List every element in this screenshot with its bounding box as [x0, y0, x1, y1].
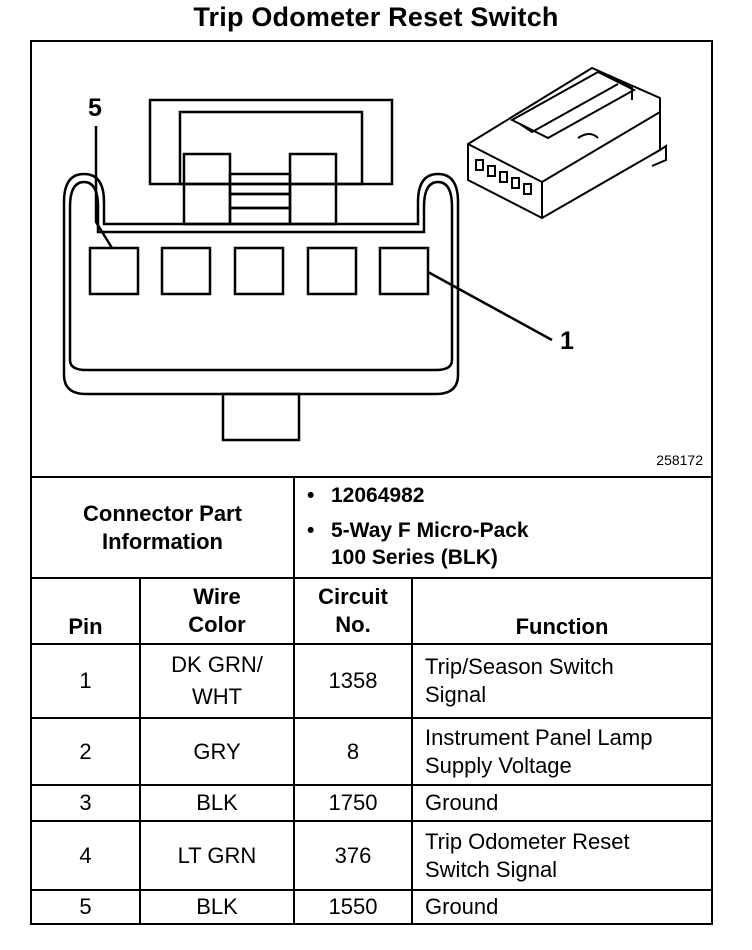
- connector-info-details: 12064982 5-Way F Micro-Pack 100 Series (…: [297, 482, 529, 571]
- table-row-1-function: Trip/Season Switch Signal: [413, 645, 711, 717]
- latch-left-tab: [182, 152, 232, 226]
- table-row-3-wire: BLK: [196, 790, 238, 815]
- page-title: Trip Odometer Reset Switch: [193, 2, 559, 32]
- header-circuit: Circuit No.: [295, 579, 411, 643]
- divider-row3: [32, 820, 711, 822]
- header-wire-color: Wire Color: [141, 579, 293, 643]
- table-row-1-wire: DK GRN/ WHT: [141, 645, 293, 717]
- table-row-1-function-line1: Trip/Season Switch: [425, 654, 614, 679]
- header-circuit-line2: No.: [335, 612, 371, 637]
- header-function: Function: [515, 614, 609, 639]
- connector-description-line2: 100 Series (BLK): [331, 546, 498, 569]
- table-row-2-function: Instrument Panel Lamp Supply Voltage: [413, 719, 711, 784]
- latch-inner: [178, 110, 364, 186]
- divider-header: [32, 643, 711, 645]
- connector-description-line1: 5-Way F Micro-Pack: [297, 517, 529, 544]
- figure-id: 258172: [656, 452, 703, 468]
- connector-info-label-line1: Connector Part: [83, 500, 242, 526]
- divider-diagram: [32, 476, 711, 478]
- callout-pin5: 5: [88, 94, 102, 122]
- pin-cavity-1: [378, 246, 430, 296]
- callout-pin1: 1: [560, 327, 574, 355]
- table-row-5-function: Ground: [425, 894, 499, 919]
- pin-cavity-3: [233, 246, 285, 296]
- divider-row4: [32, 889, 711, 891]
- latch-right-tab: [288, 152, 338, 226]
- latch-bar-bottom: [228, 206, 292, 226]
- connector-bottom-tab: [221, 392, 301, 442]
- part-number: 12064982: [297, 482, 529, 509]
- header-wire-color-line1: Wire: [193, 584, 241, 609]
- table-row-4-function: Trip Odometer Reset Switch Signal: [413, 822, 711, 889]
- divider-col-circuit: [411, 577, 413, 923]
- divider-row1: [32, 717, 711, 719]
- table-row-3-circuit: 1750: [328, 790, 378, 815]
- divider-info-vertical: [293, 476, 295, 643]
- table-row-2-circuit: 8: [346, 738, 360, 764]
- connector-info-label: Connector Part Information: [32, 478, 293, 577]
- leader-line-pin1: [427, 270, 553, 342]
- connector-info-label-line2: Information: [102, 528, 223, 554]
- leader-line-pin5: [94, 126, 114, 249]
- table-row-1-circuit: 1358: [328, 668, 378, 693]
- pin-cavity-4: [160, 246, 212, 296]
- connector-drawing: [62, 66, 667, 442]
- pin-cavity-5: [88, 246, 140, 296]
- table-row-5-circuit: 1550: [328, 894, 378, 919]
- table-row-1-pin: 1: [79, 668, 92, 693]
- table-row-3-function: Ground: [425, 790, 499, 815]
- connector-body-outer: [62, 172, 460, 396]
- table-row-4-circuit: 376: [334, 842, 372, 868]
- connector-frame: 5 1 258172 Connector Part Information 12…: [30, 40, 713, 925]
- table-row-3-pin: 3: [79, 790, 92, 815]
- table-row-4-pin: 4: [79, 842, 92, 868]
- header-pin: Pin: [68, 614, 103, 639]
- connector-body-inner: [68, 180, 454, 372]
- connector-diagram: 5 1 258172: [32, 42, 711, 476]
- table-row-4-function-line1: Trip Odometer Reset: [425, 828, 630, 854]
- latch-bar-mid: [228, 192, 292, 210]
- header-wire-color-line2: Color: [188, 612, 246, 637]
- divider-col-pin: [139, 577, 141, 923]
- table-row-4-function-line2: Switch Signal: [425, 856, 558, 882]
- divider-row2: [32, 784, 711, 786]
- divider-info: [32, 577, 711, 579]
- table-row-2-function-line1: Instrument Panel Lamp: [425, 724, 653, 750]
- connector-isometric-view: [467, 66, 667, 220]
- header-circuit-line1: Circuit: [318, 584, 388, 609]
- table-row-2-pin: 2: [79, 738, 92, 764]
- table-row-1-wire-line2: WHT: [191, 684, 243, 709]
- table-row-5-pin: 5: [79, 894, 92, 919]
- table-row-5-wire: BLK: [196, 894, 238, 919]
- table-row-2-wire: GRY: [193, 738, 241, 764]
- table-row-1-function-line2: Signal: [425, 682, 487, 707]
- pin-cavity-2: [306, 246, 358, 296]
- table-row-1-wire-line1: DK GRN/: [171, 652, 263, 677]
- divider-col-wire: [293, 577, 295, 923]
- table-row-2-function-line2: Supply Voltage: [425, 752, 572, 778]
- table-row-4-wire: LT GRN: [177, 842, 257, 868]
